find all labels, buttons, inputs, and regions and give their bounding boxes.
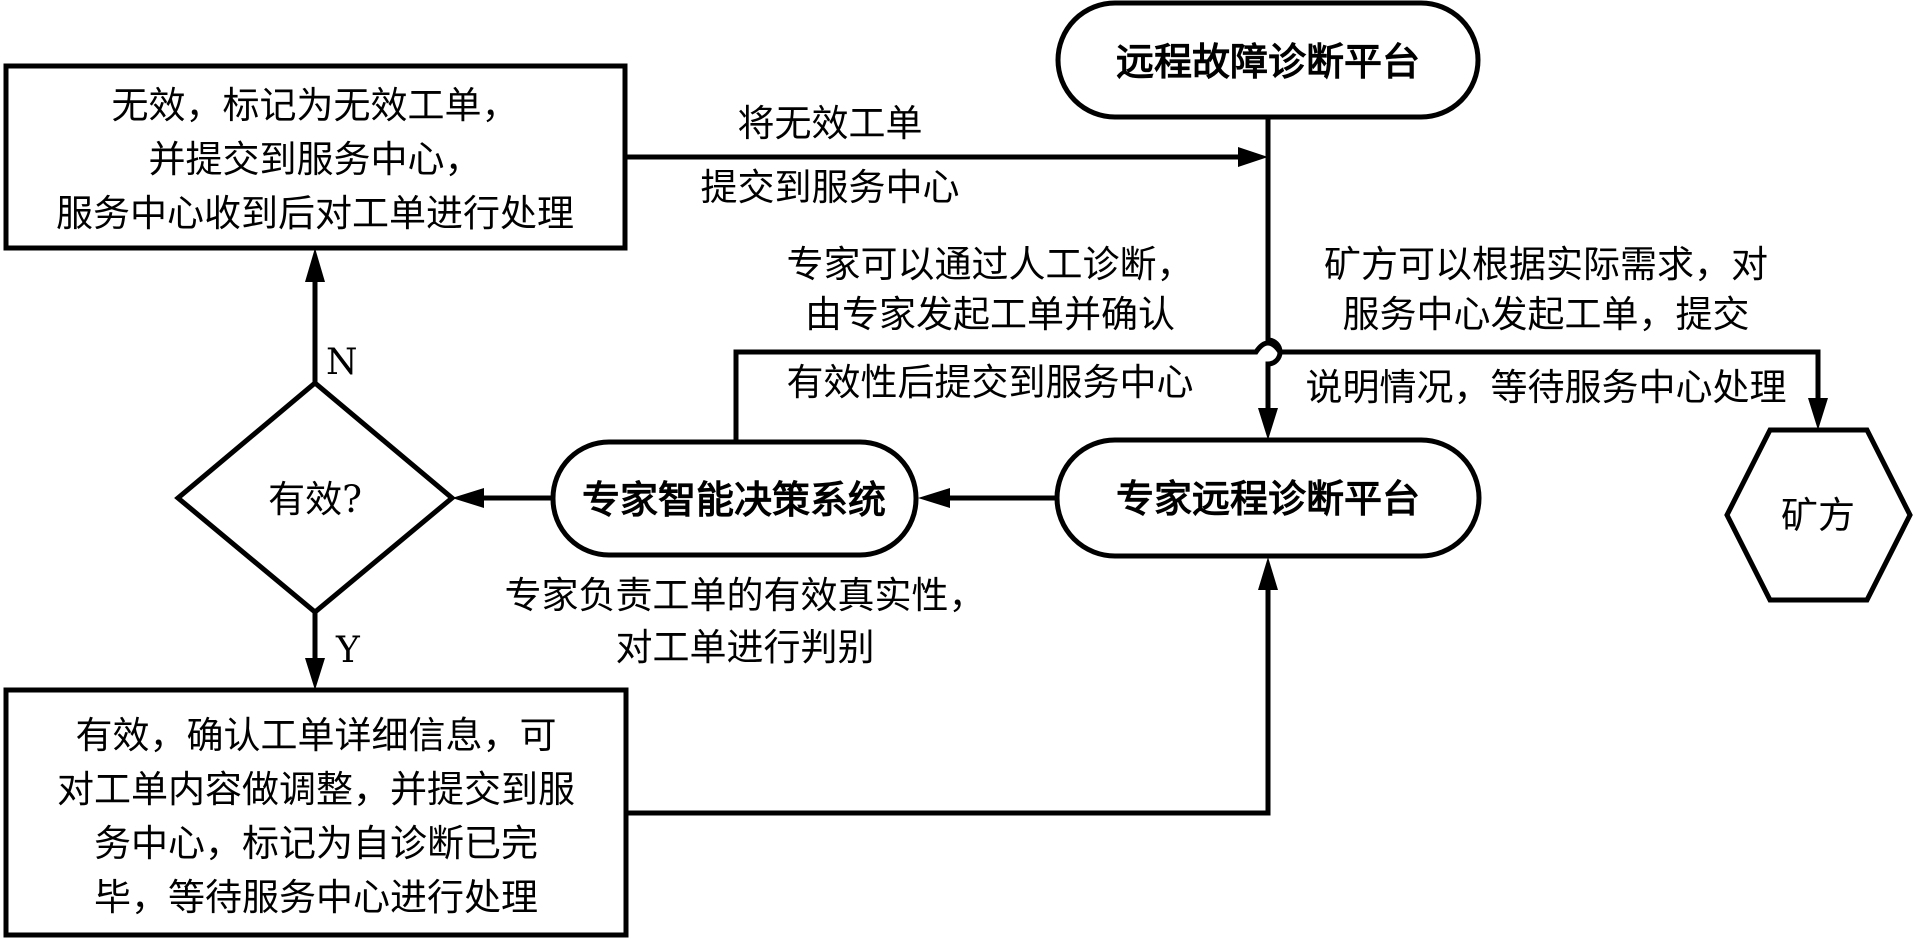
label-expert-manual-1: 专家可以通过人工诊断， (787, 243, 1194, 286)
label-mine-request-3: 说明情况，等待服务中心处理 (1306, 366, 1787, 409)
valid-line-1: 有效，确认工单详细信息，可 (76, 714, 557, 757)
mine-party-label: 矿方 (1781, 494, 1855, 537)
arrowhead-right-icon (1238, 147, 1268, 167)
arrowhead-down-icon (1808, 398, 1828, 430)
label-mine-request-1: 矿方可以根据实际需求，对 (1324, 243, 1768, 286)
invalid-line-3: 服务中心收到后对工单进行处理 (56, 192, 574, 235)
valid-line-2: 对工单内容做调整，并提交到服 (57, 768, 575, 811)
arrowhead-up-icon (305, 248, 325, 282)
node-invalid-box: 无效，标记为无效工单， 并提交到服务中心， 服务中心收到后对工单进行处理 (3, 63, 628, 251)
invalid-line-1: 无效，标记为无效工单， (112, 84, 519, 127)
node-expert-decision-system: 专家智能决策系统 (550, 439, 919, 558)
expert-remote-platform-label: 专家远程诊断平台 (1116, 476, 1420, 521)
decision-label: 有效? (268, 478, 362, 521)
arrowhead-down-icon (1258, 408, 1278, 440)
valid-line-3: 务中心，标记为自诊断已完 (94, 822, 538, 865)
expert-decision-system-label: 专家智能决策系统 (582, 477, 886, 522)
node-valid-box: 有效，确认工单详细信息，可 对工单内容做调整，并提交到服 务中心，标记为自诊断已… (3, 687, 629, 938)
edge-platform-to-expert-remote (1265, 117, 1283, 425)
edge-valid-to-expert-remote (626, 572, 1271, 816)
node-mine-party: 矿方 (1724, 427, 1913, 603)
node-remote-platform: 远程故障诊断平台 (1055, 0, 1481, 120)
node-expert-remote-platform: 专家远程诊断平台 (1054, 437, 1482, 559)
valid-line-4: 毕，等待服务中心进行处理 (94, 876, 538, 919)
label-mine-request-2: 服务中心发起工单，提交 (1343, 293, 1750, 336)
arrowhead-down-icon (305, 658, 325, 690)
label-expert-judge-2: 对工单进行判别 (616, 626, 875, 669)
label-no: N (326, 342, 358, 383)
node-remote-platform-label: 远程故障诊断平台 (1116, 39, 1420, 84)
label-invalid-submit-top: 将无效工单 (738, 102, 923, 145)
arrowhead-up-icon (1258, 557, 1278, 590)
label-invalid-submit-bottom: 提交到服务中心 (701, 166, 960, 209)
invalid-line-2: 并提交到服务中心， (149, 138, 482, 181)
arrowhead-left-icon (452, 488, 484, 508)
label-expert-manual-3: 有效性后提交到服务中心 (787, 361, 1194, 404)
label-expert-manual-2: 由专家发起工单并确认 (805, 293, 1175, 336)
edge-expert-to-mine (733, 340, 1821, 447)
label-expert-judge-1: 专家负责工单的有效真实性， (505, 574, 986, 617)
label-yes: Y (335, 630, 361, 671)
arrowhead-left-icon (918, 488, 950, 508)
node-decision: 有效? (174, 379, 456, 616)
